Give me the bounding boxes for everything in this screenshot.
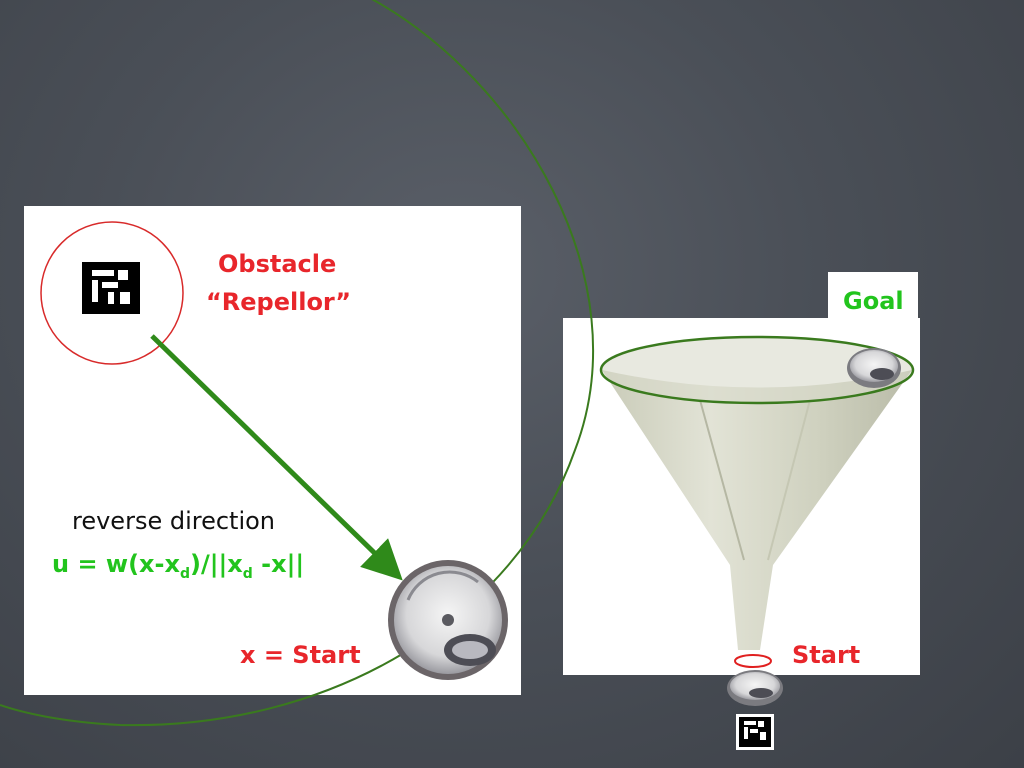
formula-sub-1: d xyxy=(179,565,190,582)
goal-ellipse xyxy=(599,335,915,405)
goal-label: Goal xyxy=(843,287,904,315)
reverse-direction-label: reverse direction xyxy=(72,507,276,535)
funnel-image xyxy=(602,337,912,650)
robot-vacuum-icon xyxy=(388,560,508,680)
start-label: Start xyxy=(792,641,861,669)
fiducial-marker-icon xyxy=(736,714,774,750)
obstacle-title: Obstacle xyxy=(218,250,337,278)
attractor-arc xyxy=(0,0,595,727)
formula-part-2: )/||x xyxy=(190,550,243,578)
goal-box xyxy=(828,272,918,320)
x-start-label: x = Start xyxy=(240,641,361,669)
arrow-icon xyxy=(150,334,403,581)
formula-part-1: u = w(x-x xyxy=(52,550,180,578)
robot-vacuum-icon xyxy=(727,670,783,706)
repellor-title: “Repellor” xyxy=(206,288,351,316)
formula-sub-2: d xyxy=(242,565,253,582)
obstacle-circle xyxy=(40,221,184,365)
fiducial-marker-icon xyxy=(82,262,140,314)
start-ellipse xyxy=(734,654,772,668)
robot-vacuum-icon xyxy=(847,348,901,388)
control-formula: u = w(x-xd)/||xd -x|| xyxy=(52,550,304,582)
formula-part-3: -x|| xyxy=(252,550,305,578)
